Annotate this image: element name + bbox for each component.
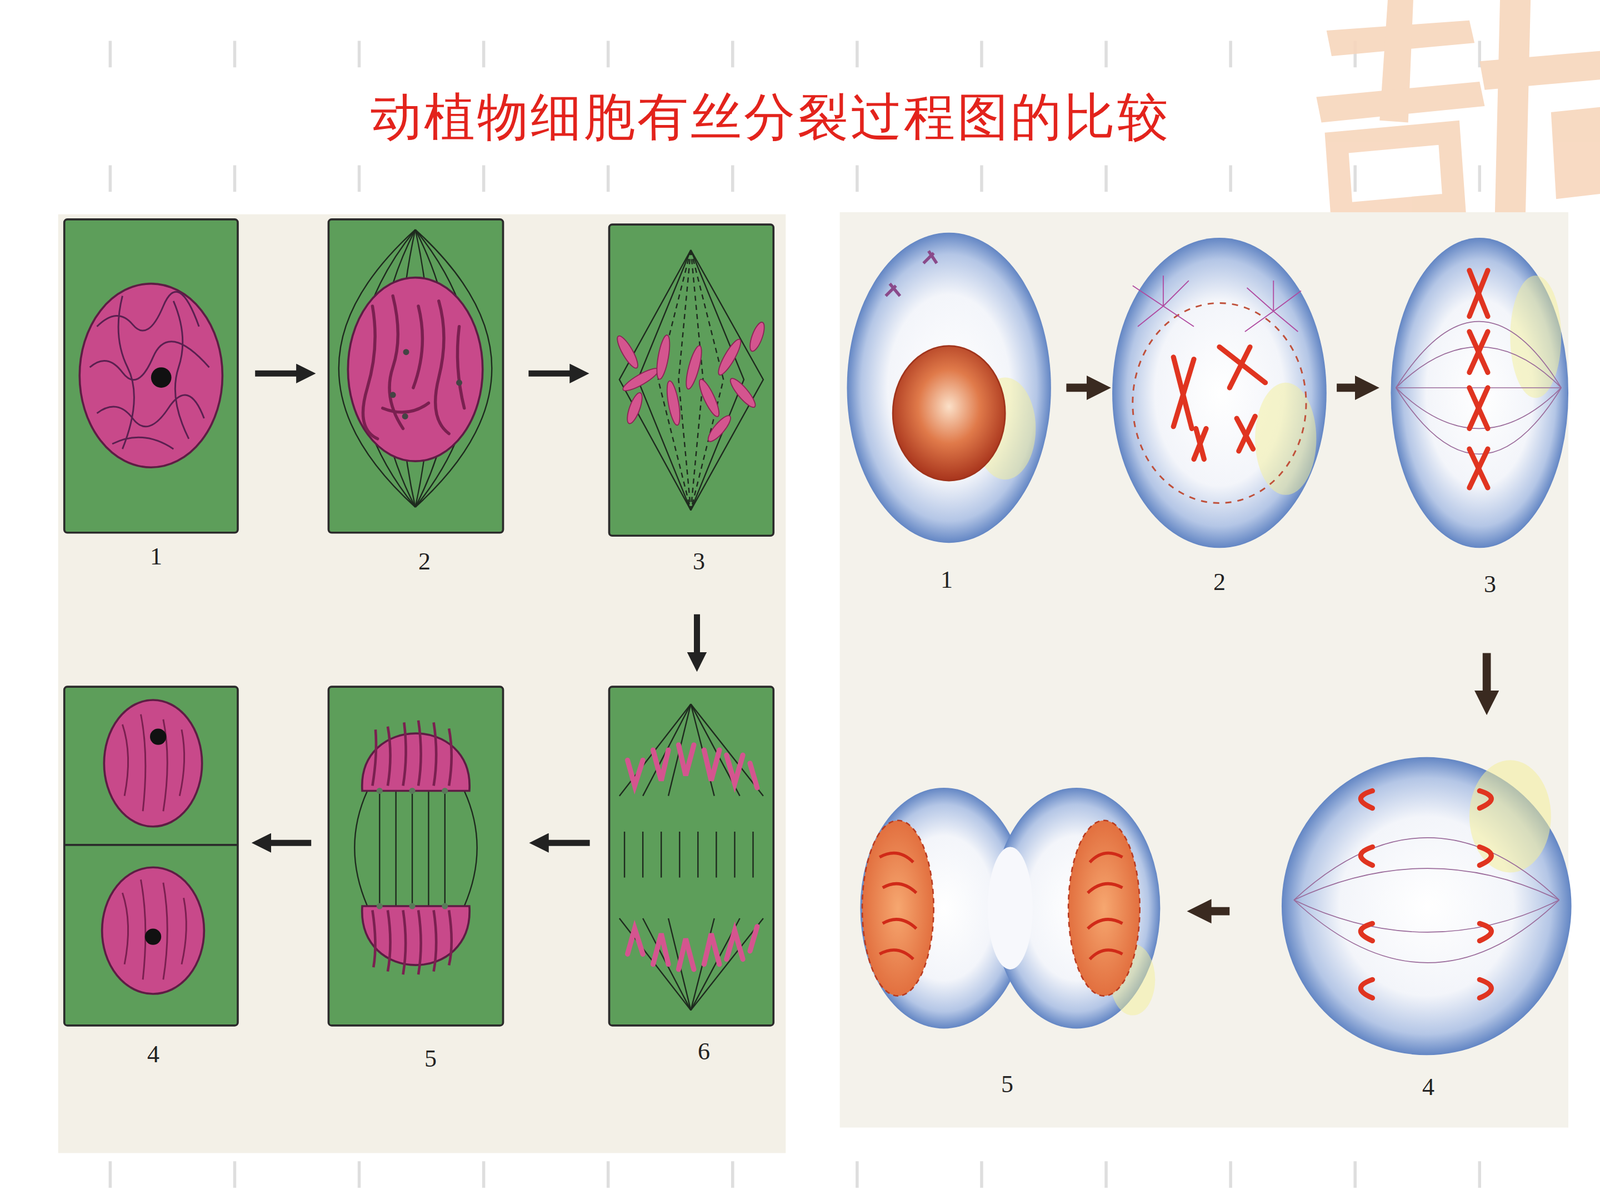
animal-cell-anaphase bbox=[1281, 757, 1572, 1055]
watermark-calligraphy bbox=[1316, 0, 1600, 215]
animal-cell-interphase bbox=[846, 232, 1051, 543]
stage-number: 5 bbox=[997, 1070, 1017, 1099]
stage-number: 1 bbox=[146, 542, 166, 571]
stage-number: 4 bbox=[143, 1040, 163, 1069]
stage-number: 1 bbox=[937, 565, 957, 594]
plant-cell-metaphase bbox=[609, 224, 774, 536]
plant-cell-prophase bbox=[328, 219, 503, 533]
stage-number: 2 bbox=[1210, 567, 1229, 597]
animal-cell-metaphase bbox=[1390, 237, 1569, 548]
plant-panel bbox=[58, 214, 787, 1154]
plant-cell-daughters bbox=[64, 686, 238, 1026]
stage-number: 3 bbox=[1480, 570, 1500, 599]
plant-arrows bbox=[255, 373, 697, 843]
stage-number: 3 bbox=[689, 547, 709, 576]
stage-number: 5 bbox=[421, 1044, 440, 1073]
stage-number: 2 bbox=[415, 547, 434, 576]
animal-arrows bbox=[1066, 387, 1487, 912]
stage-number: 4 bbox=[1418, 1072, 1438, 1102]
slide-title: 动植物细胞有丝分裂过程图的比较 bbox=[370, 82, 1171, 152]
animal-cell-prophase bbox=[1112, 237, 1327, 548]
plant-cell-telophase bbox=[328, 686, 503, 1026]
plant-cell-anaphase bbox=[609, 686, 774, 1026]
plant-cell-interphase bbox=[64, 219, 238, 533]
stage-number: 6 bbox=[694, 1037, 714, 1066]
animal-cell-telophase bbox=[860, 787, 1160, 1029]
